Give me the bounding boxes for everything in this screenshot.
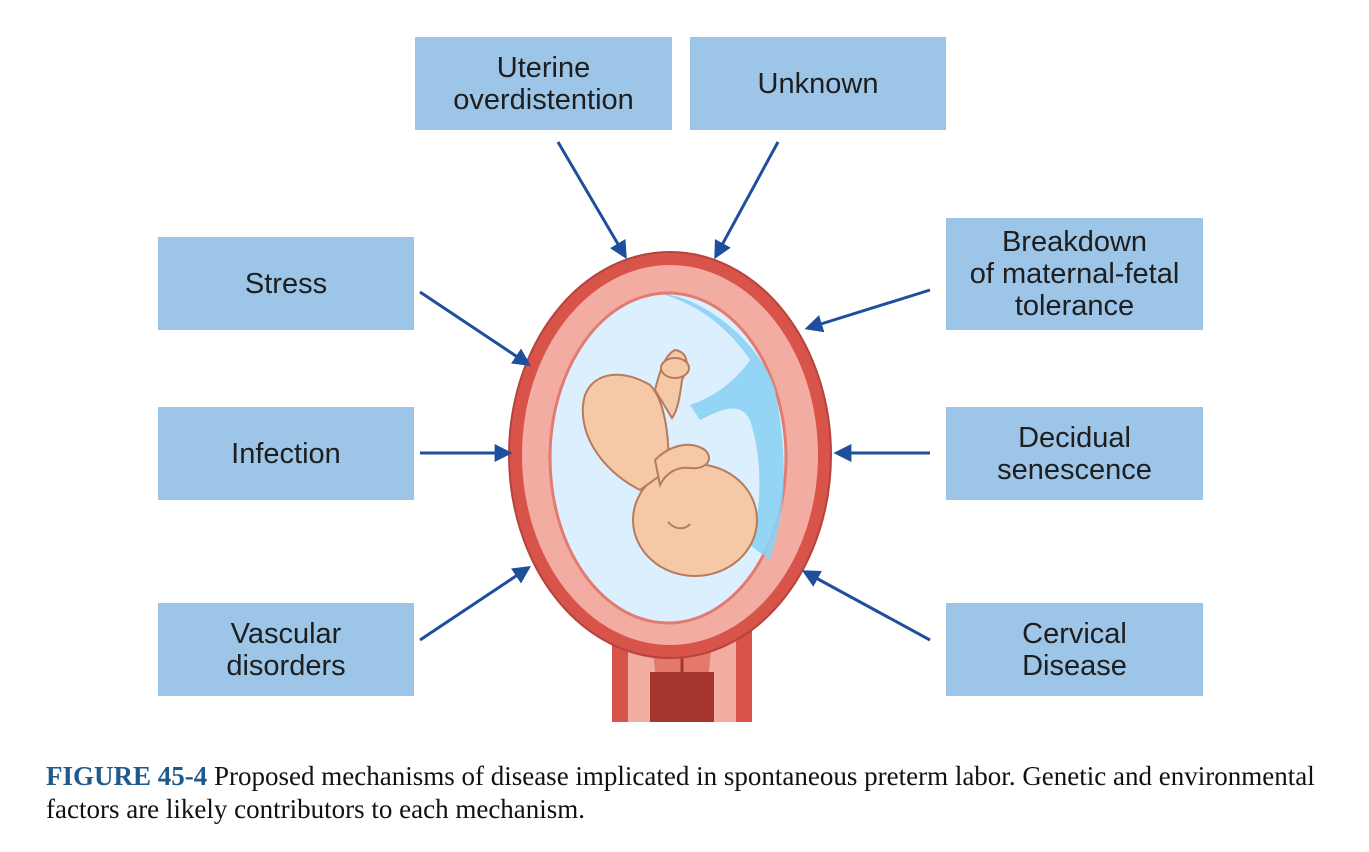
arrow-unknown: [714, 141, 780, 260]
decidual-senescence-box: Decidual senescence: [946, 407, 1203, 500]
infection-label: Infection: [231, 437, 341, 470]
figure-caption: FIGURE 45-4 Proposed mechanisms of disea…: [46, 760, 1326, 826]
decidual-senescence-label: Decidual senescence: [997, 421, 1152, 486]
arrow-cervical-disease: [801, 570, 931, 642]
unknown-box: Unknown: [690, 37, 946, 130]
stress-label: Stress: [244, 267, 328, 300]
arrow-stress: [419, 290, 531, 366]
figure-label: FIGURE 45-4: [46, 761, 208, 791]
arrow-breakdown-tolerance: [804, 288, 931, 333]
arrows: [419, 141, 931, 642]
vascular-disorders-label: Vascular disorders: [226, 617, 346, 682]
fetus-illustration: [581, 348, 758, 577]
amniotic-fluid: [662, 294, 784, 560]
breakdown-tolerance-box: Breakdown of maternal-fetal tolerance: [946, 218, 1203, 330]
caption-text: Proposed mechanisms of disease implicate…: [46, 761, 1315, 824]
uterine-overdistention-box: Uterine overdistention: [415, 37, 672, 130]
cervical-disease-label: Cervical Disease: [1022, 617, 1127, 682]
cervical-disease-box: Cervical Disease: [946, 603, 1203, 696]
breakdown-tolerance-label: Breakdown of maternal-fetal tolerance: [969, 226, 1180, 322]
uterine-overdistention-label: Uterine overdistention: [453, 51, 634, 116]
vascular-disorders-box: Vascular disorders: [158, 603, 414, 696]
unknown-label: Unknown: [757, 67, 879, 100]
stress-box: Stress: [158, 237, 414, 330]
arrow-vascular-disorders: [419, 566, 531, 642]
arrow-uterine-overdistention: [556, 141, 627, 260]
infection-box: Infection: [158, 407, 414, 500]
